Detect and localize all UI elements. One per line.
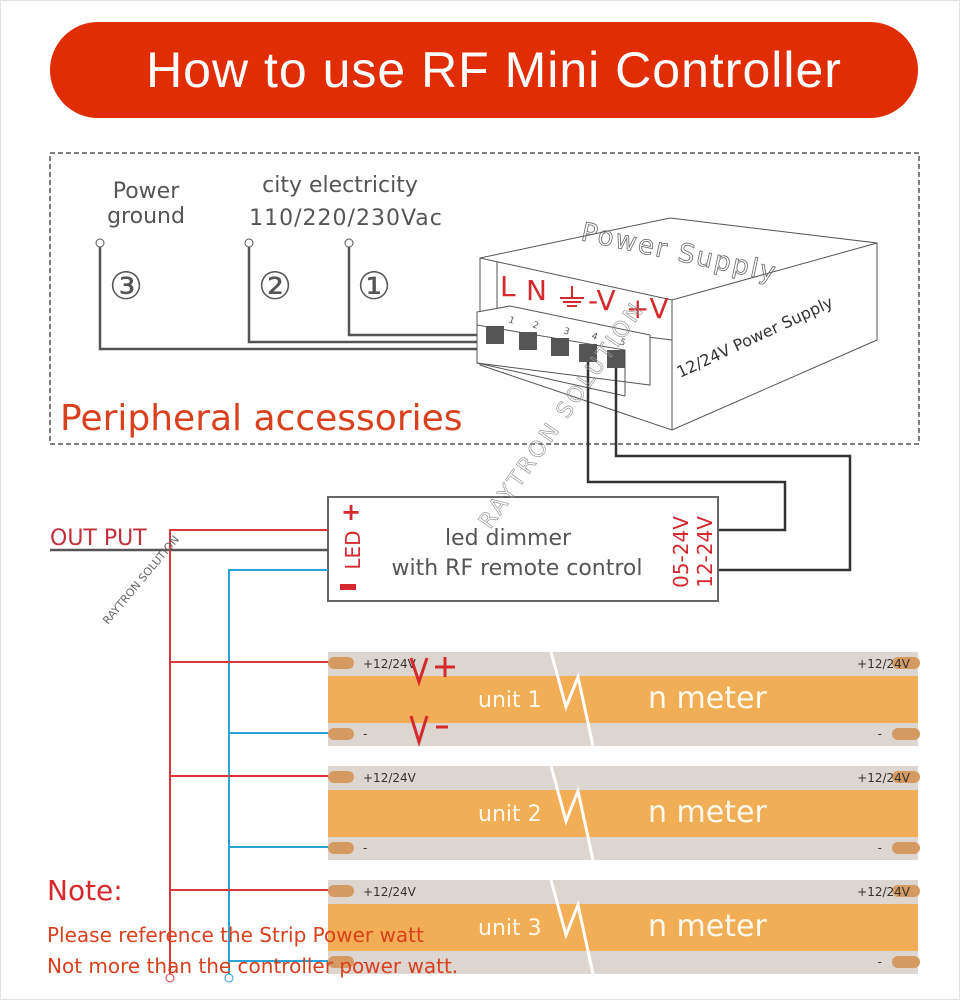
strip-led-band — [328, 676, 918, 723]
note-line1: Please reference the Strip Power watt — [47, 923, 424, 947]
led-dimmer-box — [327, 496, 719, 602]
pad-pos-start — [328, 885, 354, 897]
pad-neg-start — [328, 728, 354, 740]
wire-ground — [98, 247, 560, 351]
pad-pos-end — [892, 657, 920, 669]
terminal-label-plus-v: +V — [626, 292, 669, 325]
power-supply: 1 2 3 4 5 Power Supply L N -V +V 12/24V … — [476, 217, 878, 431]
power-ground-label-1: Power — [113, 179, 180, 204]
circled-number-3: ③ — [109, 264, 143, 308]
led-strip-2: +12/24V - +12/24V - unit 2 n meter — [328, 765, 920, 861]
strip-pos-label: +12/24V — [363, 885, 417, 899]
strip-length-label: n meter — [648, 909, 767, 944]
pad-neg-end — [892, 956, 920, 968]
v-plus-marker — [409, 657, 455, 687]
strip-unit-label: unit 1 — [478, 688, 542, 713]
input-voltage-b: 12-24V — [693, 516, 717, 588]
strip-end-pos-label: +12/24V — [857, 657, 911, 671]
terminal-1 — [486, 326, 504, 344]
led-minus-icon — [340, 584, 356, 590]
strip-break-icon — [549, 651, 595, 747]
terminal-label-minus-v: -V — [588, 284, 616, 317]
terminal-number-5: 5 — [618, 337, 627, 348]
pad-pos-start — [328, 657, 354, 669]
terminal-5 — [607, 350, 625, 368]
strip-neg-label: - — [363, 841, 367, 855]
led-strip-3: +12/24V - +12/24V - unit 3 n meter — [328, 879, 920, 975]
led-label: LED — [341, 530, 365, 569]
strip-pos-label: +12/24V — [363, 657, 417, 671]
strip-led-band — [328, 904, 918, 951]
wire-blue-bus — [228, 569, 328, 975]
strip-end-neg-label: - — [878, 727, 882, 741]
strip-end-pos-label: +12/24V — [857, 771, 911, 785]
strip-pos-label: +12/24V — [363, 771, 417, 785]
terminal-number-2: 2 — [531, 320, 540, 331]
pad-pos-end — [892, 885, 920, 897]
pad-neg-start — [328, 842, 354, 854]
wire-plus-v — [614, 368, 852, 572]
input-voltage-a: 05-24V — [669, 516, 693, 588]
strip-end-neg-label: - — [878, 841, 882, 855]
strip-neg-label: - — [363, 727, 367, 741]
voltage-ac-label: 110/220/230Vac — [249, 206, 443, 231]
terminal-number-4: 4 — [590, 331, 599, 342]
pad-neg-start — [328, 956, 354, 968]
circled-number-1: ① — [357, 264, 391, 308]
terminal-label-l: L — [500, 270, 516, 303]
power-ground-label-2: ground — [107, 204, 185, 229]
strip-unit-label: unit 2 — [478, 802, 542, 827]
terminal-ground-icon — [95, 238, 105, 248]
terminal-3 — [551, 338, 569, 356]
led-plus-label: + — [341, 498, 361, 526]
dimmer-label-line2: with RF remote control — [391, 556, 642, 581]
strip-unit-label: unit 3 — [478, 916, 542, 941]
peripheral-box — [49, 152, 920, 445]
strip-break-icon — [549, 765, 595, 861]
blue-wire-end-icon — [224, 973, 234, 983]
note-heading: Note: — [47, 874, 123, 907]
wire-n — [247, 247, 530, 344]
pad-neg-end — [892, 842, 920, 854]
wire-red-bus — [169, 529, 328, 975]
page-title: How to use RF Mini Controller — [146, 42, 842, 98]
wire-l — [347, 247, 495, 337]
v-minus-marker — [409, 715, 448, 748]
red-wire-end-icon — [165, 973, 175, 983]
strip-length-label: n meter — [648, 681, 767, 716]
terminal-l-icon — [344, 238, 354, 248]
strip-end-pos-label: +12/24V — [857, 885, 911, 899]
output-label: OUT PUT — [50, 526, 147, 551]
wire-minus-v — [586, 362, 787, 532]
terminal-label-n: N — [526, 274, 547, 307]
terminal-4 — [579, 344, 597, 362]
peripheral-accessories-label: Peripheral accessories — [60, 398, 463, 439]
pad-pos-start — [328, 771, 354, 783]
strip-neg-label: - — [363, 955, 367, 969]
strip-led-band — [328, 790, 918, 837]
terminal-2 — [519, 332, 537, 350]
circled-number-2: ② — [258, 264, 292, 308]
pad-neg-end — [892, 728, 920, 740]
city-electricity-label: city electricity — [262, 173, 418, 198]
terminal-number-1: 1 — [507, 315, 516, 326]
note-line2: Not more than the controller power watt. — [47, 954, 458, 978]
terminal-n-icon — [244, 238, 254, 248]
terminal-number-3: 3 — [562, 326, 571, 337]
title-banner: How to use RF Mini Controller — [50, 22, 918, 118]
strip-end-neg-label: - — [878, 955, 882, 969]
dimmer-label-line1: led dimmer — [445, 526, 572, 551]
strip-break-icon — [549, 879, 595, 975]
pad-pos-end — [892, 771, 920, 783]
ground-symbol-icon — [560, 286, 584, 307]
led-strip-1: +12/24V - +12/24V - unit 1 n meter — [328, 651, 920, 748]
strip-length-label: n meter — [648, 795, 767, 830]
